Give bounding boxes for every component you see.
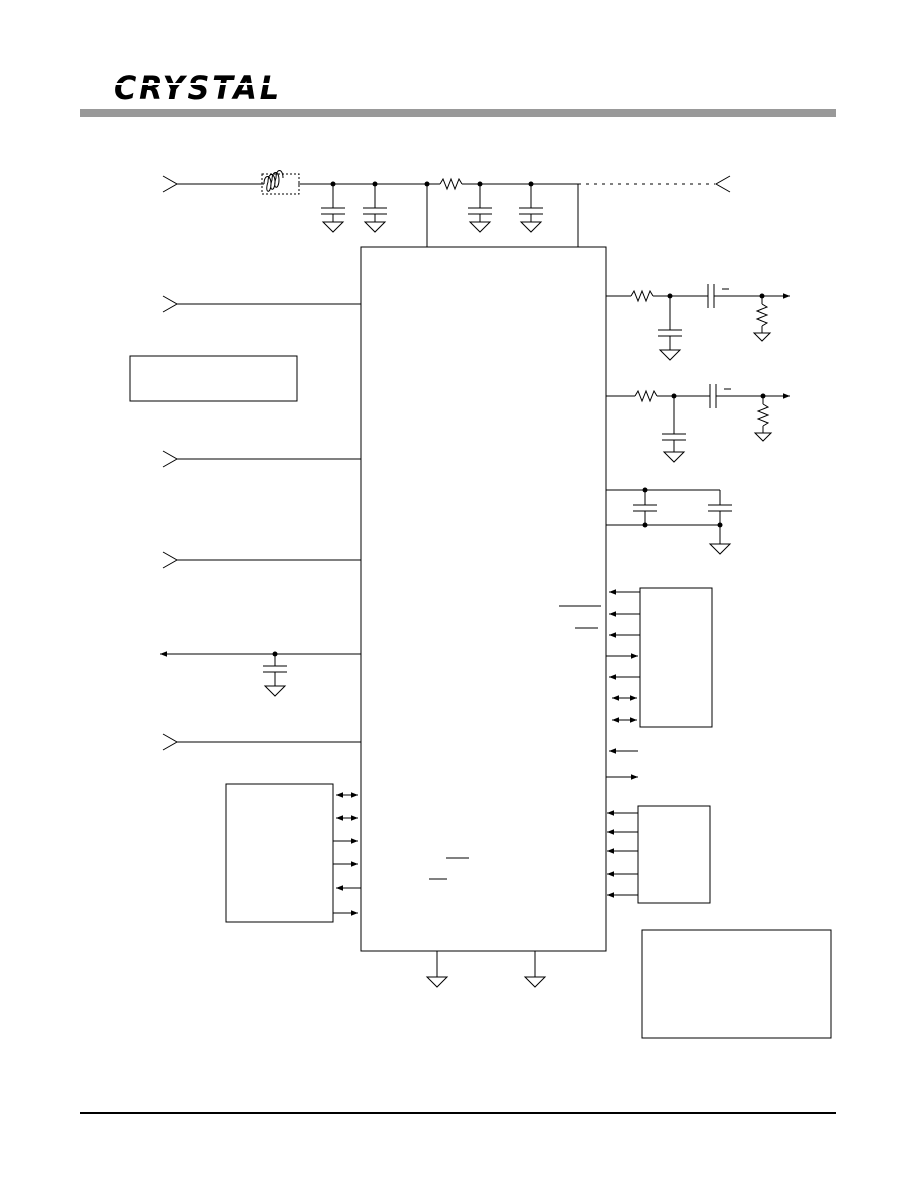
junctions-reference — [642, 487, 723, 528]
rail-junctions — [330, 181, 534, 187]
bottom-right-note-box — [641, 929, 832, 1039]
ferrite-bead — [261, 170, 300, 195]
decoupling-capacitor — [363, 184, 387, 233]
ic-ground-connections — [425, 951, 547, 988]
junctions-right-2 — [671, 393, 766, 399]
right-interface-block-2 — [637, 805, 711, 904]
right-interface-block-1 — [639, 587, 713, 728]
junction — [272, 651, 278, 657]
right-output-right-channel — [606, 384, 790, 463]
power-supply-rail — [162, 170, 731, 247]
left-interface-signals — [333, 792, 361, 916]
right-interface-2-signals — [607, 810, 638, 898]
logo-text: CRYSTAL — [114, 69, 282, 107]
header-rule — [80, 109, 836, 117]
left-interface-block — [225, 783, 334, 923]
left-note-box — [129, 355, 298, 402]
series-resistor — [439, 177, 463, 191]
junctions-right-1 — [667, 293, 765, 299]
decoupling-capacitor — [321, 184, 345, 233]
right-output-left-channel — [606, 284, 790, 361]
main-ic-block — [360, 246, 607, 952]
left-input-2 — [162, 450, 361, 468]
left-input-3 — [162, 551, 361, 569]
decoupling-capacitor — [519, 184, 543, 233]
left-input-1 — [162, 295, 361, 313]
left-input-4 — [162, 733, 361, 751]
right-misc-signals — [606, 748, 638, 780]
left-output-filtered — [160, 651, 361, 697]
reference-decoupling — [606, 489, 732, 555]
right-interface-1-signals — [559, 589, 640, 723]
decoupling-capacitor — [468, 184, 492, 233]
crystal-logo: CRYSTAL — [114, 69, 284, 107]
active-low-overbars — [429, 857, 469, 880]
